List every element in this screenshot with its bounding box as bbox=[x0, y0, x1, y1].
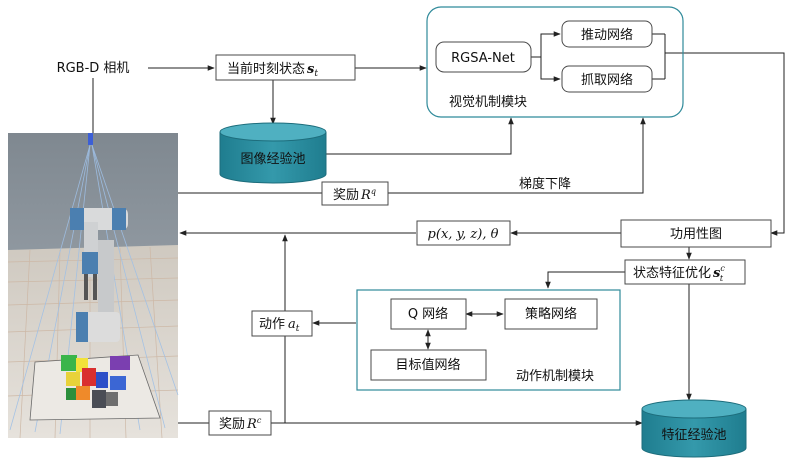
action-module-label: 动作机制模块 bbox=[516, 369, 594, 384]
current-state-var: s bbox=[307, 62, 315, 77]
grasp-net-label: 抓取网络 bbox=[581, 72, 633, 88]
affordance-map-label: 功用性图 bbox=[670, 227, 722, 242]
state-feature-sup: c bbox=[720, 264, 725, 273]
reward-q-var: R bbox=[360, 188, 371, 203]
action-output-label: p(x, y, z), θ bbox=[428, 227, 499, 242]
current-state-sub: t bbox=[314, 69, 318, 79]
affordance-map-box: 功用性图 bbox=[620, 219, 772, 248]
rgsa-net-label: RGSA-Net bbox=[451, 51, 515, 66]
policy-net-label: 策略网络 bbox=[525, 306, 577, 322]
target-net-label: 目标值网络 bbox=[395, 357, 460, 373]
feature-pool-label: 特征经验池 bbox=[661, 427, 726, 443]
vision-module-label: 视觉机制模块 bbox=[449, 95, 527, 110]
action-var: a bbox=[288, 317, 296, 332]
image-experience-pool: 图像经验池 bbox=[219, 122, 327, 184]
state-feature-var: s bbox=[713, 266, 721, 281]
reward-c-sup: c bbox=[257, 416, 262, 425]
robot-scene-image bbox=[7, 133, 179, 439]
reward-q-sup: q bbox=[371, 187, 376, 196]
image-pool-label: 图像经验池 bbox=[240, 151, 305, 167]
connectors bbox=[92, 31, 785, 426]
state-feature-label: 状态特征优化 bbox=[633, 266, 711, 281]
reward-c-var: R bbox=[246, 417, 257, 432]
gradient-descent-label: 梯度下降 bbox=[519, 176, 571, 192]
push-net-label: 推动网络 bbox=[581, 27, 633, 43]
state-feature-sub: t bbox=[720, 274, 724, 283]
reward-q-label: 奖励 bbox=[333, 188, 359, 203]
action-sub: t bbox=[296, 324, 300, 334]
vision-module: RGSA-Net 推动网络 抓取网络 视觉机制模块 bbox=[426, 6, 684, 118]
action-module: Q 网络 策略网络 目标值网络 动作机制模块 bbox=[356, 289, 621, 391]
reward-c-label: 奖励 bbox=[219, 417, 245, 432]
action-label: 动作 bbox=[259, 317, 285, 332]
action-output-box: p(x, y, z), θ bbox=[416, 220, 511, 246]
current-state-label: 当前时刻状态 bbox=[227, 61, 305, 77]
rgbd-camera-label: RGB-D 相机 bbox=[57, 61, 130, 76]
feature-experience-pool: 特征经验池 bbox=[641, 399, 747, 458]
q-net-label: Q 网络 bbox=[408, 306, 448, 322]
